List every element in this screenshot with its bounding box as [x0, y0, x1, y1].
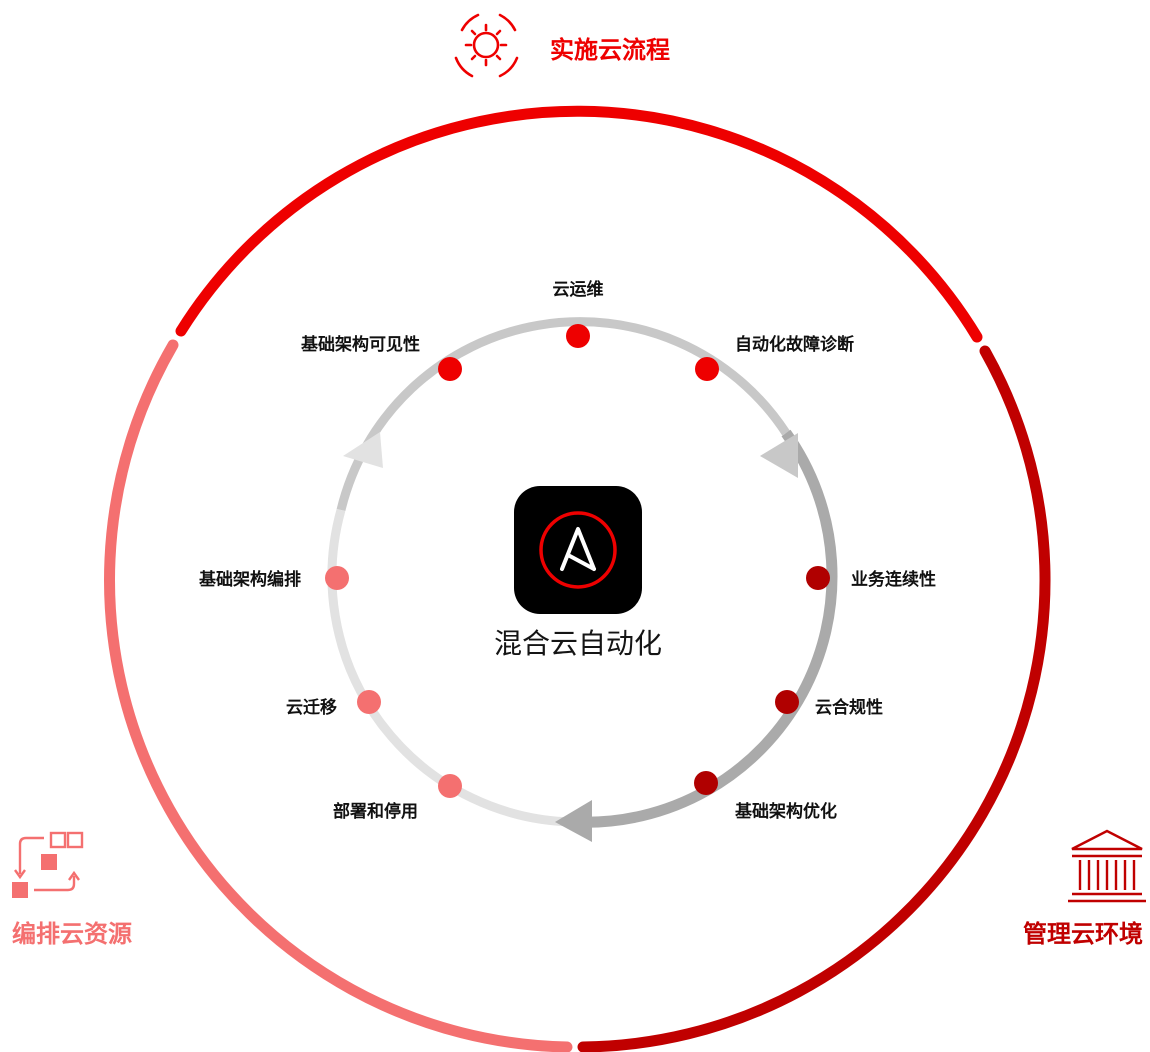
step-label-deploy-retire: 部署和停用 — [333, 801, 418, 822]
node-auto-fault-diagnosis[interactable] — [695, 357, 719, 381]
sector-title-orchestrate: 编排云资源 — [12, 920, 132, 948]
inner-arc-right — [574, 429, 838, 828]
node-cloud-compliance[interactable] — [775, 690, 799, 714]
flow-arrow-bottom — [555, 800, 592, 842]
step-label-cloud-migration: 云迁移 — [286, 697, 337, 718]
ansible-logo-icon[interactable] — [514, 486, 642, 614]
step-label-cloud-compliance: 云合规性 — [815, 697, 883, 718]
flow-arrow-right — [760, 433, 798, 478]
outer-arc-orchestrate — [104, 339, 573, 1052]
logo-ring — [539, 511, 617, 589]
outer-ring — [104, 105, 1051, 1052]
node-infra-visibility[interactable] — [438, 357, 462, 381]
orchestration-blocks-icon — [12, 831, 84, 898]
logo-letter-a — [560, 527, 596, 571]
step-label-infra-orchestration: 基础架构编排 — [198, 569, 301, 590]
outer-arc-implement — [175, 105, 983, 343]
flow-arrow-left — [343, 432, 383, 468]
step-label-cloud-ops: 云运维 — [553, 279, 604, 300]
step-label-infra-visibility: 基础架构可见性 — [300, 334, 420, 355]
building-columns-icon — [1068, 829, 1146, 903]
node-infra-orchestration[interactable] — [325, 566, 349, 590]
center-logo-group: 混合云自动化 — [494, 486, 662, 660]
node-cloud-migration[interactable] — [357, 690, 381, 714]
node-deploy-retire[interactable] — [438, 774, 462, 798]
node-business-continuity[interactable] — [806, 566, 830, 590]
step-nodes — [325, 324, 830, 798]
step-label-infra-optimization: 基础架构优化 — [734, 801, 837, 822]
step-label-business-continuity: 业务连续性 — [851, 569, 936, 590]
step-labels: 云运维 自动化故障诊断 业务连续性 云合规性 基础架构优化 部署和停用 云迁移 … — [198, 279, 936, 822]
center-caption: 混合云自动化 — [494, 627, 662, 660]
outer-arc-manage — [577, 345, 1051, 1052]
gear-cycle-icon — [454, 13, 519, 78]
step-label-auto-fault-diagnosis: 自动化故障诊断 — [735, 334, 854, 355]
inner-arc-top — [336, 317, 790, 512]
node-infra-optimization[interactable] — [694, 771, 718, 795]
sector-title-implement: 实施云流程 — [550, 36, 670, 64]
sector-implement: 实施云流程 — [454, 13, 670, 78]
node-cloud-ops[interactable] — [566, 324, 590, 348]
sector-title-manage: 管理云环境 — [1023, 920, 1143, 948]
sector-orchestrate: 编排云资源 — [12, 831, 132, 948]
sector-manage: 管理云环境 — [1023, 829, 1146, 948]
